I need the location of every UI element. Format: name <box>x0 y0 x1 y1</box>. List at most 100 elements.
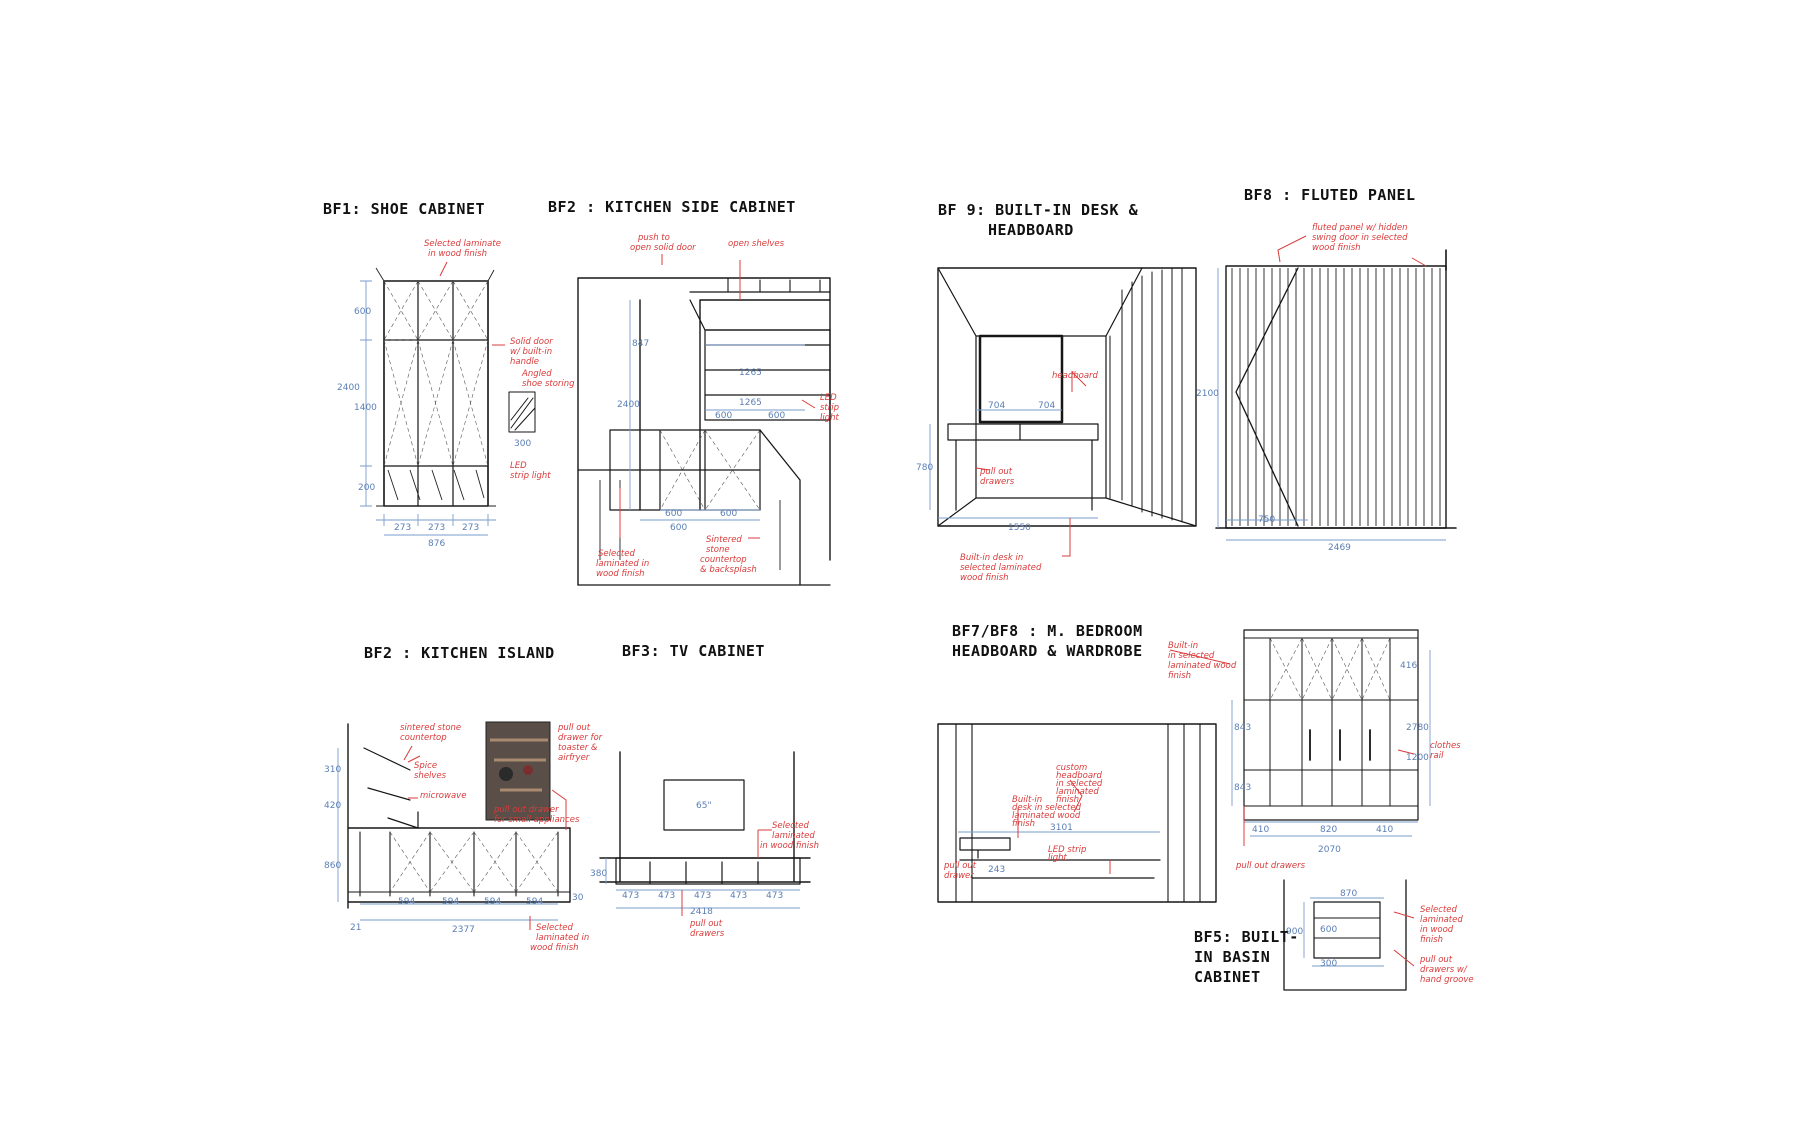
bf3-dim: 473 <box>658 891 675 901</box>
bf7-title-line2: HEADBOARD & WARDROBE <box>952 642 1143 660</box>
bf1-note: Angled <box>521 369 552 379</box>
bf2i-title: BF2 : KITCHEN ISLAND <box>364 644 555 662</box>
bf1-note: LED <box>510 461 527 471</box>
bf1-dim: 2400 <box>337 383 360 393</box>
bf5-basin-cabinet-sketch: BF5: BUILT- IN BASIN CABINET 870 900 600… <box>1194 879 1474 991</box>
bf2k-note: LED <box>820 393 837 403</box>
bf2i-dim: 310 <box>324 765 341 775</box>
bf7-note: headboard <box>1056 771 1103 781</box>
bf7-note: pull out <box>943 861 977 871</box>
bf7-bedroom-headboard-wardrobe-sketch: BF7/BF8 : M. BEDROOM HEADBOARD & WARDROB… <box>937 622 1461 903</box>
bf8f-note: fluted panel w/ hidden <box>1312 223 1408 233</box>
bf9-dim: 780 <box>916 463 933 473</box>
bf2-kitchen-island-sketch: BF2 : KITCHEN ISLAND 310 420 860 594 594… <box>324 644 603 953</box>
bf2i-note: Selected <box>536 923 573 933</box>
bf3-note: drawers <box>690 929 725 939</box>
bf7-note: clothes <box>1430 741 1461 751</box>
bf2i-note: drawer for <box>558 733 603 743</box>
bf1-dim: 876 <box>428 539 445 549</box>
bf9-note: pull out <box>979 467 1013 477</box>
bf7-dim: 410 <box>1376 825 1393 835</box>
bf3-title: BF3: TV CABINET <box>622 642 765 660</box>
bf2k-dim: 600 <box>665 509 682 519</box>
bf7-dim: 843 <box>1234 723 1251 733</box>
bf2i-note: sintered stone <box>400 723 461 733</box>
bf5-dim: 600 <box>1320 925 1337 935</box>
bf8-fluted-panel-sketch: BF8 : FLUTED PANEL 2100 750 2469 fluted … <box>1196 186 1457 553</box>
bf8f-dim: 2100 <box>1196 389 1219 399</box>
bf3-note: laminated <box>772 831 815 841</box>
bf5-note: laminated <box>1420 915 1463 925</box>
bf2k-note: countertop <box>700 555 747 565</box>
bf5-title-line3: CABINET <box>1194 968 1261 986</box>
bf1-dim: 600 <box>354 307 371 317</box>
bf1-dim: 273 <box>462 523 479 533</box>
bf7-note: Built-in <box>1012 795 1042 805</box>
bf7-note: drawer <box>944 871 974 881</box>
bf7-dim: 1200 <box>1406 753 1429 763</box>
bf2-kitchen-side-cabinet-sketch: BF2 : KITCHEN SIDE CABINET 2400 847 1265… <box>548 198 840 586</box>
bf1-dim: 273 <box>428 523 445 533</box>
bf1-note: Selected laminate <box>424 239 501 249</box>
bf7-note: finish <box>1056 795 1079 805</box>
bf1-dim: 200 <box>358 483 375 493</box>
bf7-note: custom <box>1056 763 1087 773</box>
bf2k-note: Sintered <box>706 535 742 545</box>
bf1-note: w/ built-in <box>510 347 552 357</box>
bf7-note: rail <box>1430 751 1444 761</box>
bf2i-dim: 420 <box>324 801 341 811</box>
bf2i-dim: 594 <box>526 897 543 907</box>
bf2i-note: airfryer <box>558 753 590 763</box>
bf7-note: finish <box>1012 819 1035 829</box>
bf3-dim: 473 <box>730 891 747 901</box>
bf2k-dim: 600 <box>715 411 732 421</box>
bf3-note: Selected <box>772 821 809 831</box>
bf1-shoe-cabinet-sketch: BF1: SHOE CABINET 600 1400 2400 200 273 … <box>323 200 575 549</box>
bf2i-note: shelves <box>414 771 447 781</box>
bf5-title-line1: BF5: BUILT- <box>1194 928 1299 946</box>
bf7-dim: 410 <box>1252 825 1269 835</box>
bf2i-dim: 21 <box>350 923 361 933</box>
bf1-dim: 300 <box>514 439 531 449</box>
bf5-note: hand groove <box>1420 975 1474 985</box>
bf2k-note: & backsplash <box>700 565 757 575</box>
bf2i-note: microwave <box>420 791 466 801</box>
bf2k-note: light <box>820 413 840 423</box>
bf7-note: in selected <box>1056 779 1103 789</box>
bf1-note: in wood finish <box>428 249 487 259</box>
bf2k-dim: 847 <box>632 339 649 349</box>
bf3-note: pull out <box>689 919 723 929</box>
bf2k-dim: 600 <box>768 411 785 421</box>
bf7-dim: 2780 <box>1406 723 1429 733</box>
bf3-note: in wood finish <box>760 841 819 851</box>
bf2i-dim: 594 <box>442 897 459 907</box>
bf5-dim: 300 <box>1320 959 1337 969</box>
bf9-dim: 1550 <box>1008 523 1031 533</box>
bf7-note: Built-in <box>1168 641 1198 651</box>
bf7-dim: 243 <box>988 865 1005 875</box>
bf9-dim: 704 <box>988 401 1005 411</box>
bf7-note: pull out drawers <box>1235 861 1306 871</box>
bf2i-dim: 2377 <box>452 925 475 935</box>
bf3-dim: 473 <box>622 891 639 901</box>
bf8f-note: wood finish <box>1312 243 1361 253</box>
bf3-dim: 2418 <box>690 907 713 917</box>
bf9-note: drawers <box>980 477 1015 487</box>
bf8f-title: BF8 : FLUTED PANEL <box>1244 186 1416 204</box>
bf3-dim: 380 <box>590 869 607 879</box>
bf2i-note: for small appliances <box>494 815 580 825</box>
bf1-dim: 1400 <box>354 403 377 413</box>
bf2k-title: BF2 : KITCHEN SIDE CABINET <box>548 198 796 216</box>
bf5-note: finish <box>1420 935 1443 945</box>
bf5-note: pull out <box>1419 955 1453 965</box>
bf1-title: BF1: SHOE CABINET <box>323 200 485 218</box>
bf2k-dim: 600 <box>720 509 737 519</box>
bf5-dim: 900 <box>1286 927 1303 937</box>
bf8f-dim: 2469 <box>1328 543 1351 553</box>
bf7-note: finish <box>1168 671 1191 681</box>
bf3-dim: 473 <box>694 891 711 901</box>
bf2i-dim: 860 <box>324 861 341 871</box>
bf1-note: shoe storing <box>522 379 575 389</box>
bf9-note: Built-in desk in <box>960 553 1023 563</box>
